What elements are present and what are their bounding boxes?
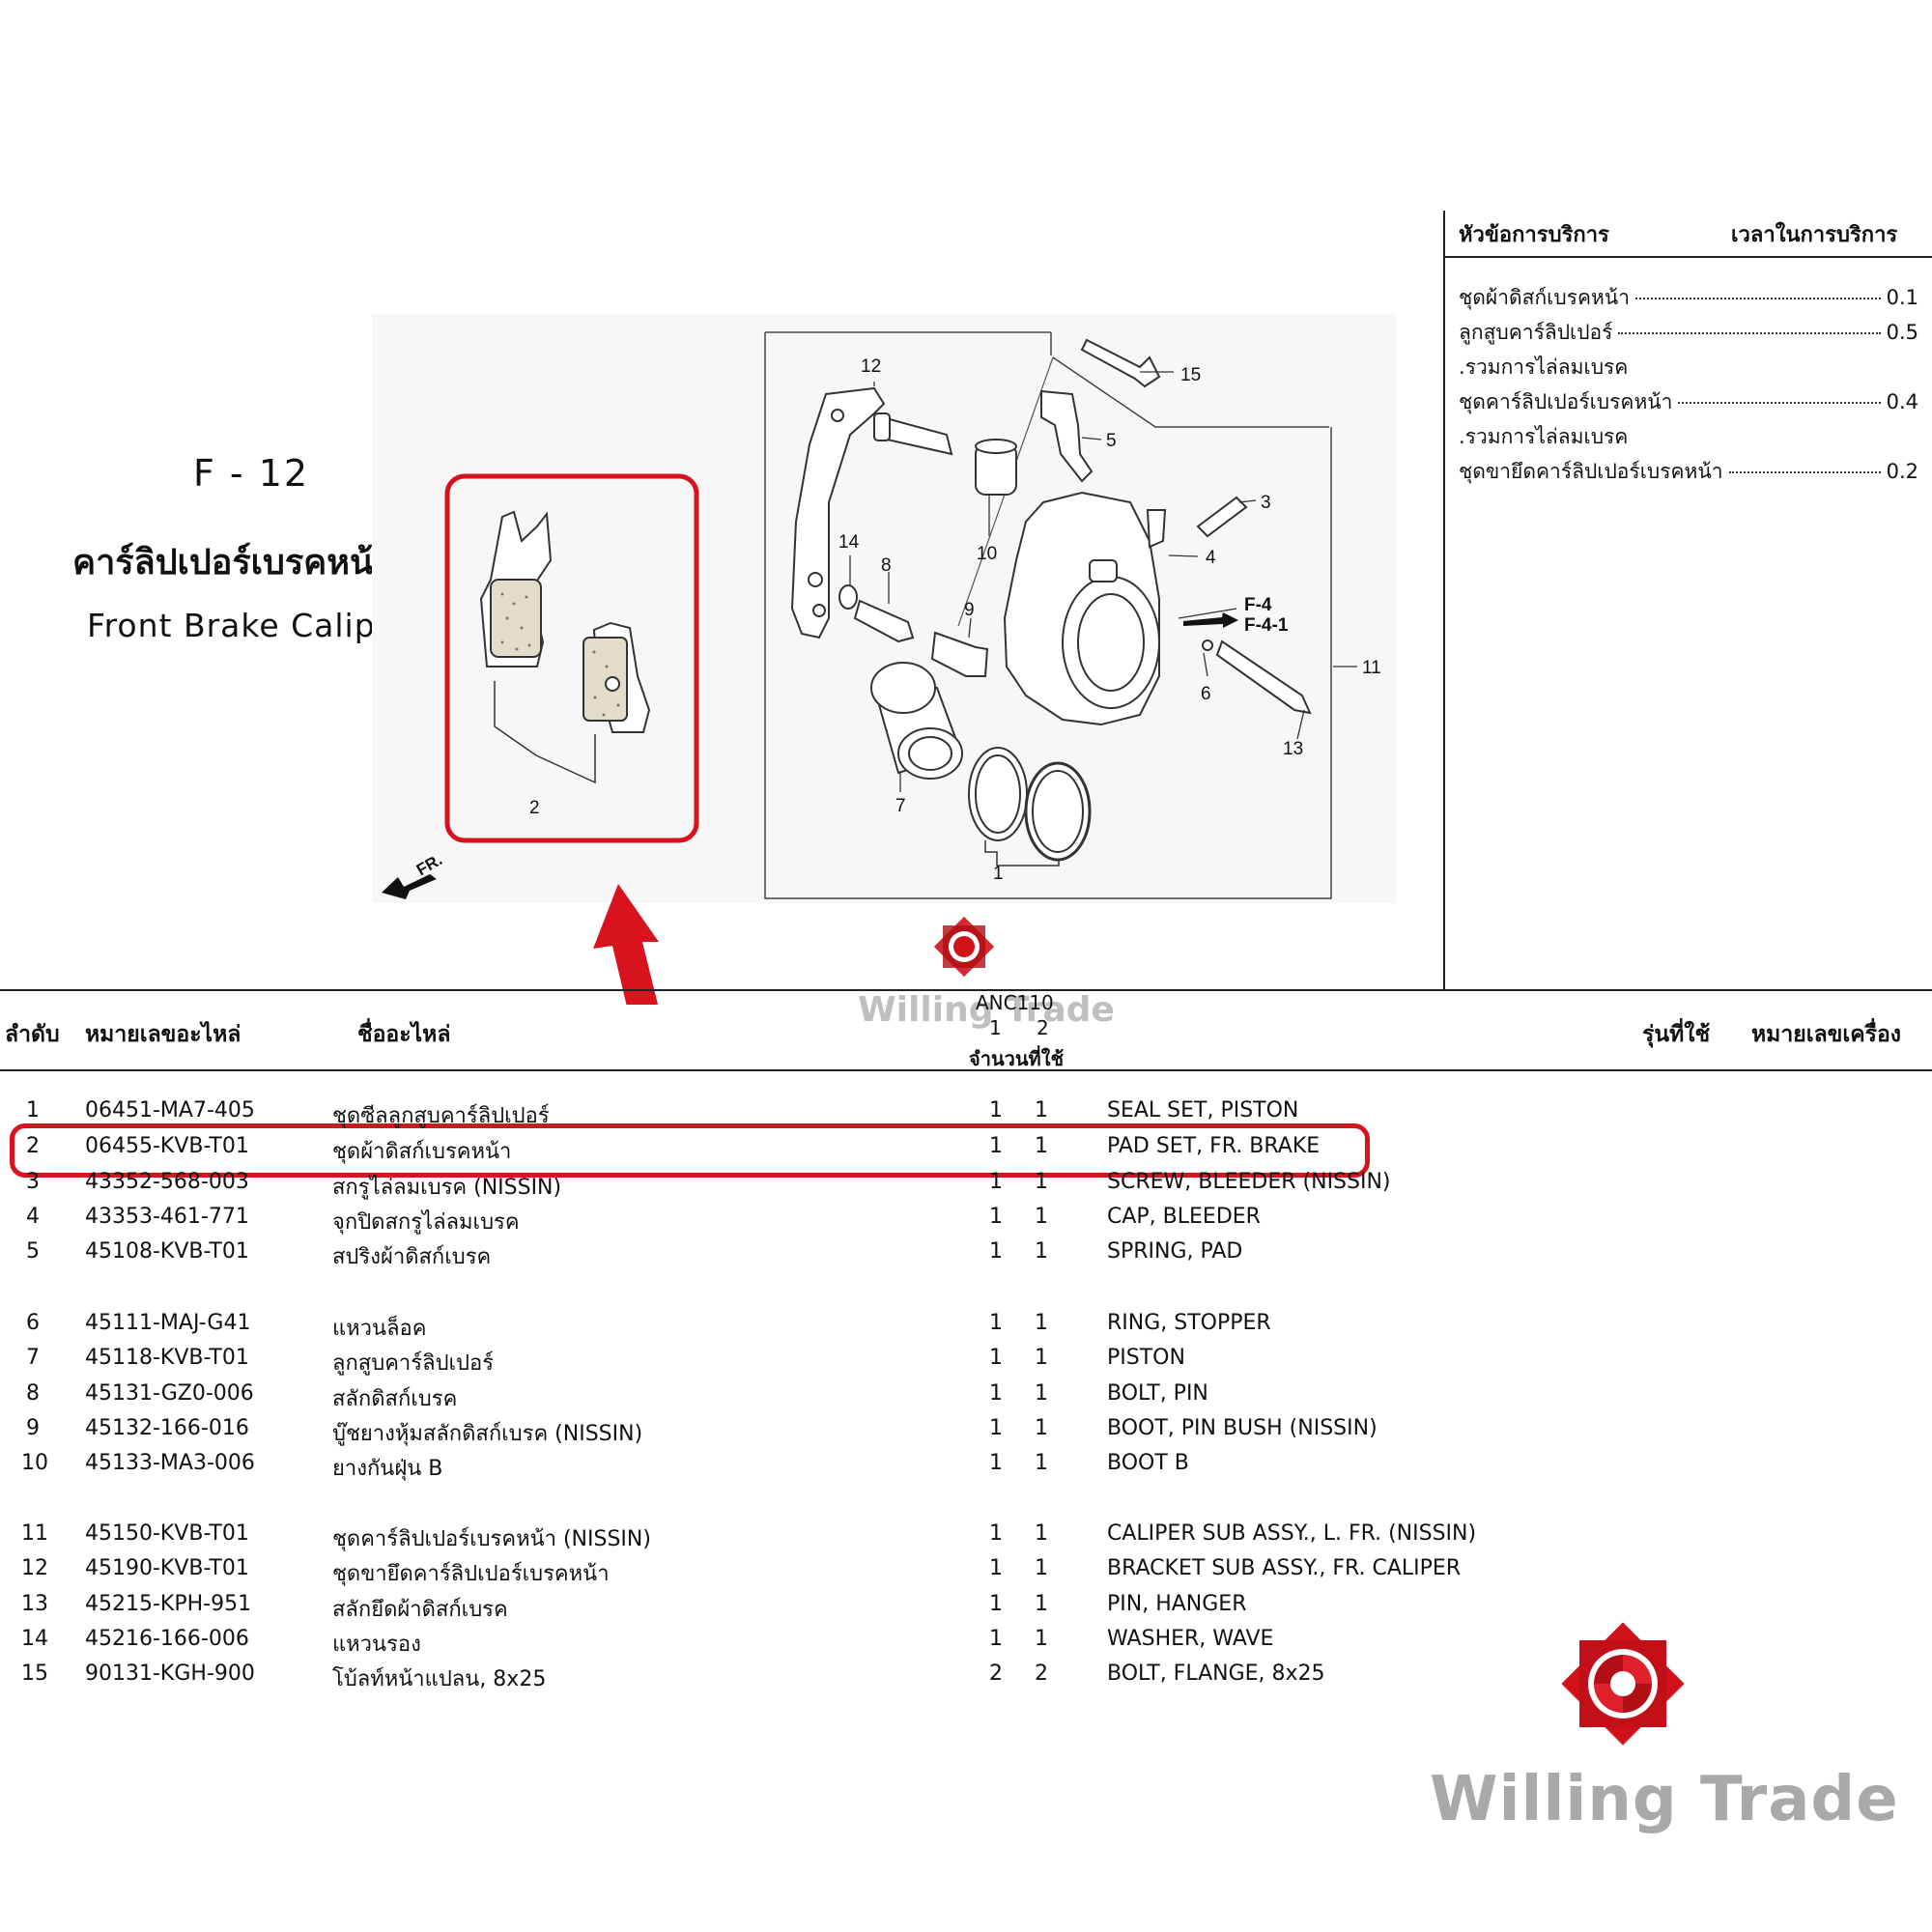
ref-f4[interactable]: F-4 bbox=[1244, 595, 1272, 615]
col-header-engine-no: หมายเลขเครื่อง bbox=[1751, 1022, 1902, 1047]
callout-4: 4 bbox=[1206, 548, 1216, 568]
table-header-rule bbox=[0, 1069, 1932, 1071]
brand-logo-icon bbox=[1561, 1622, 1685, 1746]
table-top-rule bbox=[0, 989, 1932, 991]
callout-5: 5 bbox=[1106, 431, 1117, 451]
figure-title-english: Front Brake Caliper bbox=[87, 607, 411, 644]
callout-15: 15 bbox=[1180, 365, 1201, 385]
highlighted-row-box bbox=[10, 1123, 1370, 1178]
col-header-part-no: หมายเลขอะไหล่ bbox=[85, 1022, 242, 1047]
brand-logo-small-icon bbox=[933, 916, 995, 978]
callout-9: 9 bbox=[964, 600, 975, 620]
bracket-drawing bbox=[790, 386, 886, 639]
callout-7: 7 bbox=[895, 796, 906, 816]
col-header-col1: 1 bbox=[989, 1016, 1002, 1039]
service-time-header: เวลาในการบริการ bbox=[1731, 223, 1898, 247]
service-row: .รวมการไล่ลมเบรค bbox=[1459, 425, 1629, 448]
callout-11: 11 bbox=[1362, 658, 1381, 678]
brand-watermark-small: Willing Trade bbox=[858, 990, 1115, 1030]
service-panel-header-line bbox=[1443, 256, 1932, 258]
ref-f4-1[interactable]: F-4-1 bbox=[1244, 615, 1289, 636]
col-header-col2: 2 bbox=[1037, 1016, 1049, 1039]
callout-6: 6 bbox=[1201, 684, 1211, 704]
figure-title-thai: คาร์ลิปเปอร์เบรคหน้า bbox=[72, 543, 393, 582]
col-header-used-model: รุ่นที่ใช้ bbox=[1642, 1022, 1711, 1047]
callout-2: 2 bbox=[529, 798, 540, 818]
service-item-header: หัวข้อการบริการ bbox=[1459, 223, 1609, 247]
callout-8: 8 bbox=[881, 555, 892, 576]
figure-code: F - 12 bbox=[193, 452, 310, 495]
brand-name: Willing Trade bbox=[1430, 1764, 1899, 1835]
col-header-name: ชื่ออะไหล่ bbox=[357, 1022, 451, 1047]
callout-3: 3 bbox=[1261, 493, 1271, 513]
callout-14: 14 bbox=[838, 532, 860, 553]
col-header-no: ลำดับ bbox=[5, 1022, 60, 1047]
service-row: ลูกสูบคาร์ลิปเปอร์0.5 bbox=[1459, 321, 1918, 344]
callout-13: 13 bbox=[1283, 739, 1303, 759]
exploded-parts-diagram: FR. F-4 F-4-1 1 2 3 4 5 6 7 8 9 10 11 12… bbox=[372, 314, 1396, 1005]
highlight-arrow bbox=[593, 884, 659, 1005]
callout-10: 10 bbox=[977, 544, 997, 564]
col-header-model: ANC110 bbox=[976, 991, 1054, 1014]
callout-1: 1 bbox=[993, 864, 1004, 884]
pad-set-highlight-box bbox=[444, 473, 699, 843]
service-panel-divider bbox=[1443, 211, 1445, 991]
service-row: .รวมการไล่ลมเบรค bbox=[1459, 355, 1629, 379]
callout-12: 12 bbox=[861, 356, 881, 377]
col-header-qty: จำนวนที่ใช้ bbox=[969, 1047, 1065, 1070]
front-direction-arrow bbox=[382, 874, 437, 899]
